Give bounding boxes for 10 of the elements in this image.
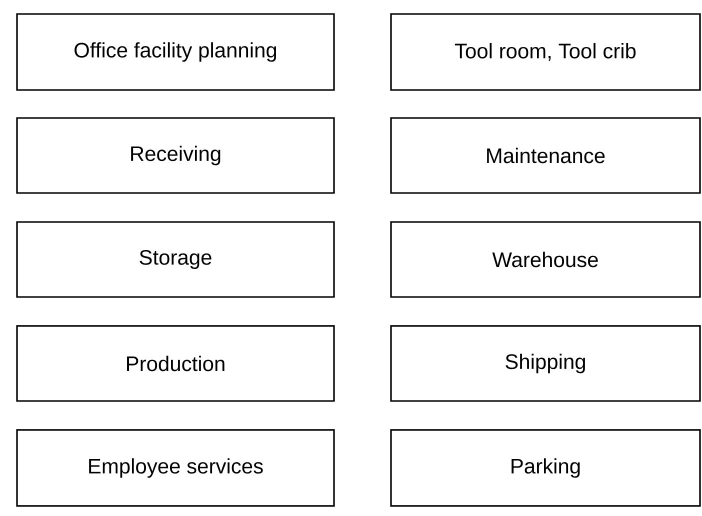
process-box: Maintenance xyxy=(390,117,701,194)
process-box: Warehouse xyxy=(390,221,701,298)
process-box: Parking xyxy=(390,429,701,507)
process-box: Shipping xyxy=(390,325,701,402)
process-box: Receiving xyxy=(16,117,335,194)
process-box: Tool room, Tool crib xyxy=(390,13,701,91)
process-box: Office facility planning xyxy=(16,13,335,91)
process-box: Production xyxy=(16,325,335,402)
process-box: Storage xyxy=(16,221,335,298)
process-box: Employee services xyxy=(16,429,335,507)
